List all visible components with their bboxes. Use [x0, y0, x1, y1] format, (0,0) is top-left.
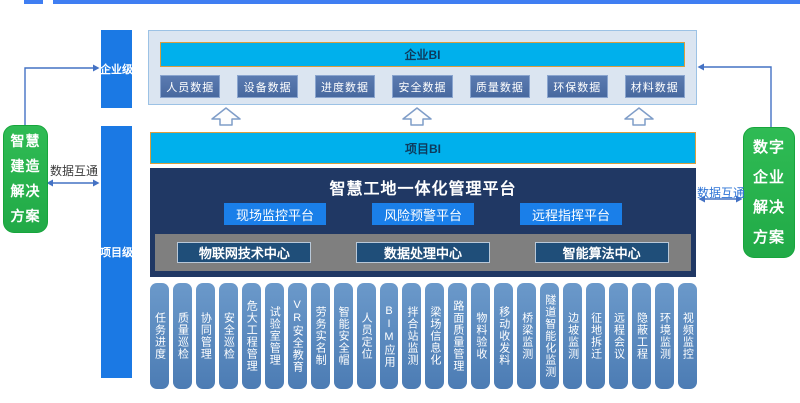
enterprise-level-bar: 企业级 [100, 30, 133, 108]
module-item: 移动收发料 [494, 283, 514, 389]
module-item: 视频监控 [677, 283, 697, 389]
data-category-box: 设备数据 [237, 75, 298, 98]
tech-centers-bar: 物联网技术中心 数据处理中心 智能算法中心 [155, 234, 691, 271]
data-category-box: 环保数据 [547, 75, 608, 98]
solution-text-line: 方案 [10, 208, 41, 224]
up-arrow-icon [624, 107, 654, 127]
solution-text-line: 企业 [752, 168, 785, 186]
module-item: 任务进度 [150, 283, 169, 389]
solution-text-line: 方案 [752, 228, 785, 246]
project-level-bar: 项目级 [100, 126, 133, 378]
module-item: 安全巡检 [218, 283, 238, 389]
digital-enterprise-solution-box: 数字企业解决方案 [743, 127, 795, 258]
module-item: 危大工程管理 [241, 283, 261, 389]
module-item: 远程会议 [609, 283, 629, 389]
module-item: 桥梁监测 [517, 283, 537, 389]
data-category-box: 质量数据 [469, 75, 531, 98]
enterprise-data-row: 人员数据设备数据进度数据安全数据质量数据环保数据材料数据 [160, 75, 685, 98]
solution-text-line: 解决 [10, 183, 41, 199]
sub-platform-button: 远程指挥平台 [520, 203, 623, 225]
module-item: 智能安全帽 [333, 283, 353, 389]
module-item: 路面质量管理 [448, 283, 468, 389]
tech-center-box: 物联网技术中心 [177, 242, 312, 263]
module-item: 质量巡检 [172, 283, 192, 389]
module-item: VR安全教育 [287, 283, 307, 389]
data-category-box: 人员数据 [160, 75, 221, 98]
module-item: 环境监测 [654, 283, 674, 389]
module-item: 试验室管理 [264, 283, 284, 389]
module-item: 隐蔽工程 [632, 283, 651, 389]
up-arrow-icon [402, 107, 432, 127]
platform-panel: 智慧工地一体化管理平台 现场监控平台 风险预警平台 远程指挥平台 物联网技术中心 数据… [150, 168, 696, 277]
solution-text-line: 解决 [752, 198, 785, 216]
solution-text-line: 智慧 [10, 133, 41, 149]
module-item: 协同管理 [195, 283, 215, 389]
tech-center-box: 智能算法中心 [534, 242, 669, 263]
module-item: 物料验收 [471, 283, 491, 389]
solution-text-line: 数字 [752, 138, 785, 156]
solution-text-line: 建造 [10, 158, 41, 174]
tech-center-box: 数据处理中心 [355, 242, 490, 263]
top-accent-bar [53, 0, 800, 4]
sub-platform-button: 现场监控平台 [223, 203, 326, 225]
smart-construction-solution-box: 智慧建造解决方案 [3, 125, 48, 233]
up-arrow-icon [211, 107, 241, 127]
left-data-link-label: 数据互通 [49, 164, 98, 178]
module-item: 隧道智能化监测 [540, 283, 560, 389]
module-item: BIM应用 [379, 283, 399, 389]
module-item: 人员定位 [356, 283, 376, 389]
data-category-box: 进度数据 [314, 75, 376, 98]
module-item: 梁场信息化 [425, 283, 445, 389]
data-category-box: 安全数据 [392, 75, 453, 98]
module-item: 劳务实名制 [310, 283, 330, 389]
platform-title: 智慧工地一体化管理平台 [329, 181, 517, 198]
module-item: 拌合站监测 [402, 283, 422, 389]
data-category-box: 材料数据 [624, 75, 685, 98]
right-data-link-label: 数据互通 [696, 186, 745, 200]
top-accent-square [24, 0, 43, 4]
module-item: 边坡监测 [563, 283, 583, 389]
module-item: 征地拆迁 [586, 283, 606, 389]
sub-platform-button: 风险预警平台 [371, 203, 474, 225]
sub-platforms-row: 现场监控平台 风险预警平台 远程指挥平台 [150, 203, 696, 225]
project-bi-title: 项目BI [150, 132, 696, 164]
enterprise-bi-title: 企业BI [160, 42, 685, 67]
enterprise-bi-panel: 企业BI 人员数据设备数据进度数据安全数据质量数据环保数据材料数据 [148, 30, 697, 105]
